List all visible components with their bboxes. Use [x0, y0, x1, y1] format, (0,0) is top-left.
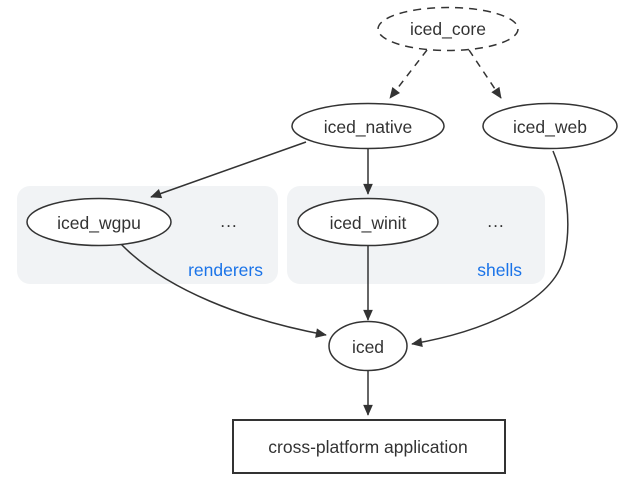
node-iced-native: iced_native — [291, 102, 445, 150]
node-cross-platform-application: cross-platform application — [232, 419, 506, 474]
iced-wgpu-ellipse — [26, 197, 172, 247]
iced-web-label: iced_web — [513, 117, 587, 138]
iced-core-ellipse — [377, 6, 519, 52]
iced-native-label: iced_native — [324, 117, 413, 138]
edge-iced_web-iced — [411, 150, 569, 348]
app-label: cross-platform application — [268, 437, 467, 457]
shells-group-label: shells — [477, 260, 522, 280]
renderers-group-label: renderers — [188, 260, 263, 280]
edge-iced_core-iced_web — [468, 49, 502, 99]
node-iced-web: iced_web — [482, 102, 618, 150]
iced-winit-label: iced_winit — [330, 213, 407, 234]
node-iced-core: iced_core — [377, 6, 519, 52]
edge-iced_core-iced_native — [389, 49, 428, 99]
iced-ellipse — [328, 320, 408, 372]
node-iced-winit: iced_winit — [297, 197, 439, 247]
node-iced: iced — [328, 320, 408, 372]
shells-ellipsis: ... — [487, 211, 505, 231]
app-rect — [232, 419, 506, 474]
iced-winit-ellipse — [297, 197, 439, 247]
renderers-ellipsis: ... — [220, 211, 238, 231]
edge-iced_native-iced_wgpu — [150, 141, 307, 199]
iced-core-label: iced_core — [410, 19, 486, 40]
iced-web-ellipse — [482, 102, 618, 150]
edge-iced_wgpu-iced — [119, 242, 327, 338]
iced-wgpu-label: iced_wgpu — [57, 213, 141, 234]
iced-native-ellipse — [291, 102, 445, 150]
node-iced-wgpu: iced_wgpu — [26, 197, 172, 247]
iced-label: iced — [352, 337, 384, 357]
